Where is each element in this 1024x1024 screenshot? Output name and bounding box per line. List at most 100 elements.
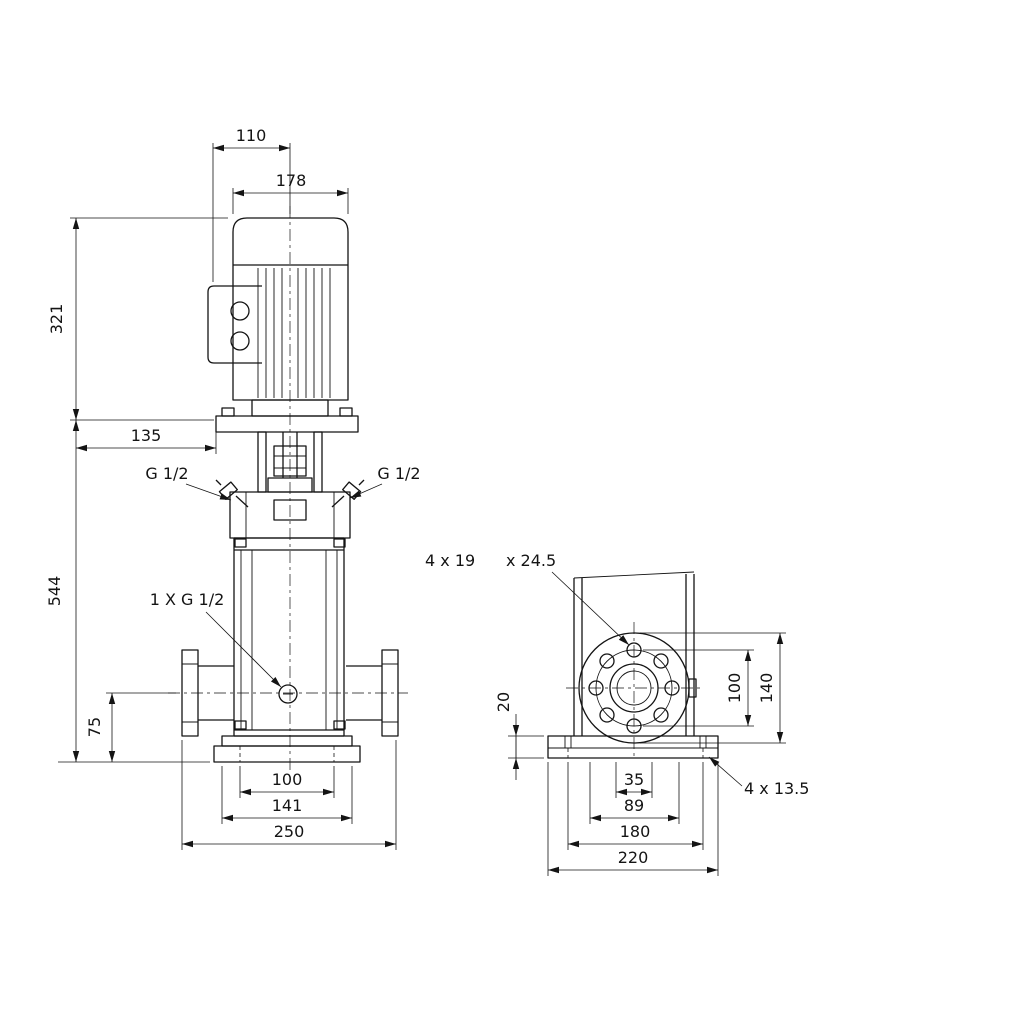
label-drain-port: 1 X G 1/2	[150, 590, 282, 688]
leader-line	[551, 571, 630, 646]
flange-bolt-ticks	[182, 663, 198, 723]
extension-lines	[232, 188, 349, 214]
bolt-hole	[599, 707, 615, 723]
drain-plug	[278, 684, 298, 704]
label-flange-holes: 4 x 19 x 24.5	[425, 551, 630, 646]
chamber-horizontal-lines	[234, 537, 344, 737]
extension-lines	[212, 143, 291, 282]
base-side	[547, 735, 719, 759]
coupling-split-lines	[274, 455, 306, 469]
dim-label-75: 75	[85, 717, 104, 737]
extension-lines	[221, 766, 353, 824]
coupling-guard-post	[257, 431, 267, 493]
dim-label-100-side: 100	[725, 673, 744, 704]
dim-label-135: 135	[131, 426, 162, 445]
extension-lines	[589, 762, 680, 824]
base-upper-plate	[221, 735, 353, 747]
staybolts-and-liner	[240, 550, 338, 730]
port-left-label: G 1/2	[145, 464, 188, 483]
staybolt-nut	[333, 720, 346, 730]
extension-lines	[643, 649, 754, 727]
bolt-hole	[653, 707, 669, 723]
dim-head-offset-135: 135	[76, 426, 217, 454]
label-port-right: G 1/2	[349, 464, 421, 499]
dim-label-141: 141	[272, 796, 303, 815]
dim-label-140: 140	[757, 673, 776, 704]
coupling-guard-post	[313, 431, 323, 493]
motor-body-outline	[232, 217, 349, 401]
plug-tip	[358, 479, 365, 486]
extension-lines	[640, 632, 786, 744]
dim-label-250: 250	[274, 822, 305, 841]
dim-base-depth-220: 220	[547, 762, 719, 876]
chamber-stack	[233, 537, 346, 737]
cable-entry-hole	[230, 331, 250, 351]
coupling-hub	[273, 445, 307, 477]
base-hole-hidden-lines	[567, 748, 704, 758]
base-holes-label: 4 x 13.5	[744, 779, 809, 798]
extension-lines	[547, 762, 719, 876]
base-plate-outline	[547, 735, 719, 759]
flange-neck	[198, 665, 234, 721]
base-front	[213, 735, 361, 763]
base-bolt-holes-hidden	[239, 746, 335, 762]
chamber-side-walls	[573, 574, 695, 736]
dim-base-holes-100: 100	[239, 766, 335, 798]
dim-foot-spacing-89: 89	[589, 762, 680, 824]
chamber-side	[573, 571, 695, 736]
leader-line	[185, 483, 232, 501]
base-foot	[213, 745, 361, 763]
label-port-left: G 1/2	[145, 464, 232, 501]
suction-flange	[181, 649, 234, 737]
flange-centerlines	[566, 622, 702, 760]
staybolt-nut	[234, 720, 247, 730]
cable-entry-hole	[230, 301, 250, 321]
chamber-outer-walls	[233, 538, 345, 736]
dim-port-height-75: 75	[85, 692, 176, 762]
discharge-flange	[346, 649, 399, 737]
side-view: 4 x 19 x 24.5 20 100 140 35	[425, 551, 809, 876]
motor	[232, 217, 349, 401]
flange-bolt-ticks	[382, 663, 398, 723]
flange-counterbore-label: x 24.5	[506, 551, 556, 570]
plug-hex	[342, 481, 362, 500]
dim-flange-od-140: 140	[640, 632, 786, 744]
staybolt-nut	[333, 538, 346, 548]
terminal-box-outline	[207, 285, 262, 364]
drain-plug-circle	[278, 684, 298, 704]
drain-port-label: 1 X G 1/2	[150, 590, 225, 609]
flange-neck	[346, 665, 382, 721]
dim-label-220: 220	[618, 848, 649, 867]
motor-stool	[215, 399, 359, 433]
extension-lines	[508, 735, 544, 759]
dim-label-89: 89	[624, 796, 644, 815]
dim-label-544: 544	[45, 576, 64, 607]
dim-motor-height-321: 321	[47, 217, 228, 421]
seal-housing	[267, 477, 313, 493]
dim-label-110: 110	[236, 126, 267, 145]
motor-fins	[257, 268, 331, 398]
dim-label-20: 20	[494, 692, 513, 712]
dim-motor-width-178: 178	[232, 171, 349, 214]
dim-base-holes-180: 180	[567, 762, 704, 850]
dim-label-180: 180	[620, 822, 651, 841]
terminal-box	[207, 285, 262, 364]
pump-head-inner-lines	[245, 492, 335, 538]
port-right-label: G 1/2	[377, 464, 420, 483]
base-hole-marks	[564, 736, 707, 748]
flange-face	[381, 649, 399, 737]
front-view: 110 178 321 544 135 75	[45, 126, 421, 850]
dim-port-to-port-250: 250	[181, 740, 397, 850]
shaft-lines	[282, 432, 298, 478]
dim-label-35: 35	[624, 770, 644, 789]
port-plug-left	[215, 479, 249, 508]
label-base-holes: 4 x 13.5	[708, 756, 809, 798]
dim-base-thickness-20: 20	[494, 692, 544, 780]
dim-label-100: 100	[272, 770, 303, 789]
dim-label-178: 178	[276, 171, 307, 190]
extension-lines	[567, 762, 704, 850]
flange-face-view	[566, 622, 702, 760]
staybolt-nut	[234, 538, 247, 548]
extension-lines	[181, 740, 397, 850]
flange-holes-label: 4 x 19	[425, 551, 475, 570]
